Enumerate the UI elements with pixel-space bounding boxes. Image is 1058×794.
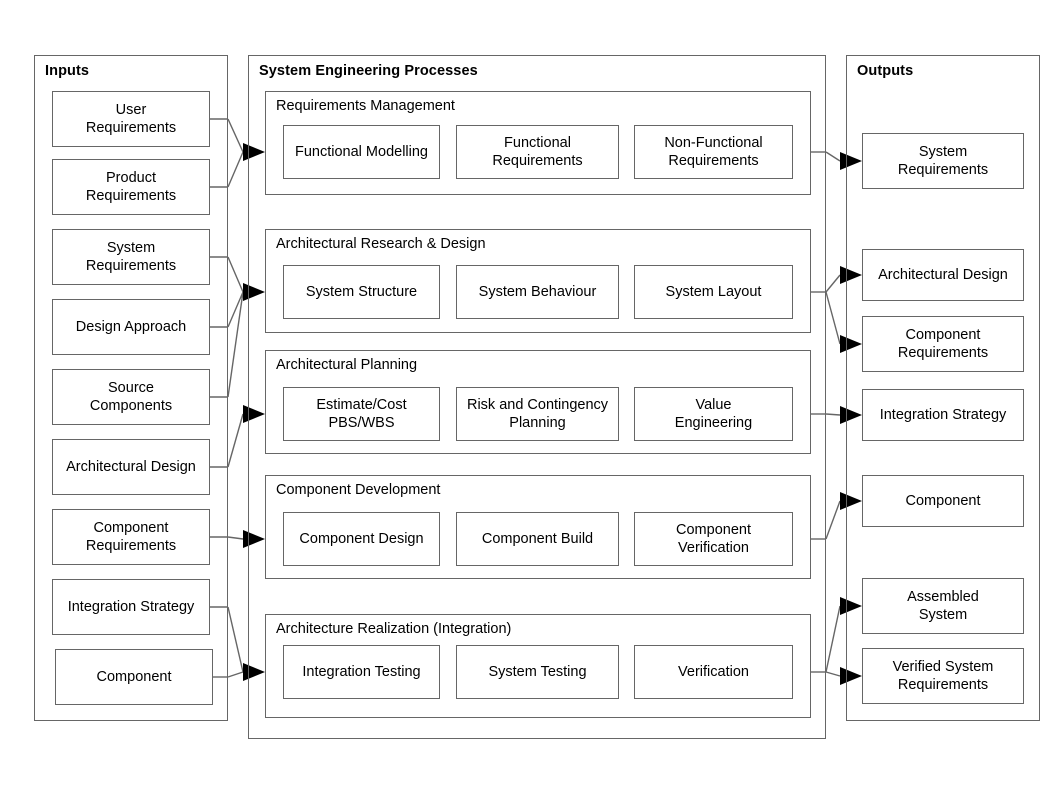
connector-line [227,671,244,678]
connector-line [227,118,244,153]
node-label: System Behaviour [478,283,597,300]
input-node[interactable]: Component [55,649,213,705]
inputs-title: Inputs [45,63,90,79]
connector-line [825,605,841,673]
process-group-title: Architectural Planning [276,357,418,373]
outputs-container [846,55,1040,721]
node-label: Design Approach [75,318,187,335]
processes-container [248,55,826,739]
connector-line [825,274,841,293]
connector-line [227,413,244,468]
node-label: Verification [678,663,749,680]
input-node[interactable]: Architectural Design [52,439,210,495]
node-label: Component Design [299,530,424,547]
process-node[interactable]: System Behaviour [456,265,619,319]
node-label: Integration Testing [302,663,421,680]
process-node[interactable]: System Layout [634,265,793,319]
process-group [265,475,811,579]
processes-title: System Engineering Processes [259,63,478,79]
node-label: System Layout [665,283,762,300]
connector-line [227,291,244,328]
input-node[interactable]: Integration Strategy [52,579,210,635]
connector-line [825,500,841,540]
process-node[interactable]: Integration Testing [283,645,440,699]
outputs-title: Outputs [857,63,914,79]
process-node[interactable]: Verification [634,645,793,699]
process-node[interactable]: System Testing [456,645,619,699]
connector-line [227,256,244,293]
process-group [265,350,811,454]
node-label: Component [96,668,172,685]
process-node[interactable]: Component Build [456,512,619,566]
connector-line [227,291,244,398]
output-node[interactable]: Component [862,475,1024,527]
node-label: System Structure [305,283,418,300]
connector-line [825,413,841,416]
node-label: Architectural Design [66,458,196,475]
connector-line [825,151,841,162]
node-label: Component [905,492,981,509]
node-label: Integration Strategy [67,598,195,615]
connector-line [227,536,244,540]
node-label: Architectural Design [878,266,1008,283]
node-label: System Testing [488,663,587,680]
process-group [265,614,811,718]
connector-line [227,151,244,188]
process-node[interactable]: Functional Modelling [283,125,440,179]
process-group-title: Architectural Research & Design [276,236,486,252]
process-node[interactable]: System Structure [283,265,440,319]
process-group-title: Architecture Realization (Integration) [276,621,512,637]
connector-line [227,606,244,673]
node-label: Functional Modelling [295,143,428,160]
output-node[interactable]: Integration Strategy [862,389,1024,441]
process-group [265,229,811,333]
input-node[interactable]: Design Approach [52,299,210,355]
output-node[interactable]: Architectural Design [862,249,1024,301]
node-label: Integration Strategy [879,406,1007,423]
process-group-title: Component Development [276,482,441,498]
process-group-title: Requirements Management [276,98,455,114]
connector-line [825,291,841,345]
process-node[interactable]: Component Design [283,512,440,566]
node-label: Component Build [481,530,594,547]
inputs-container [34,55,228,721]
connector-line [825,671,841,677]
process-group [265,91,811,195]
